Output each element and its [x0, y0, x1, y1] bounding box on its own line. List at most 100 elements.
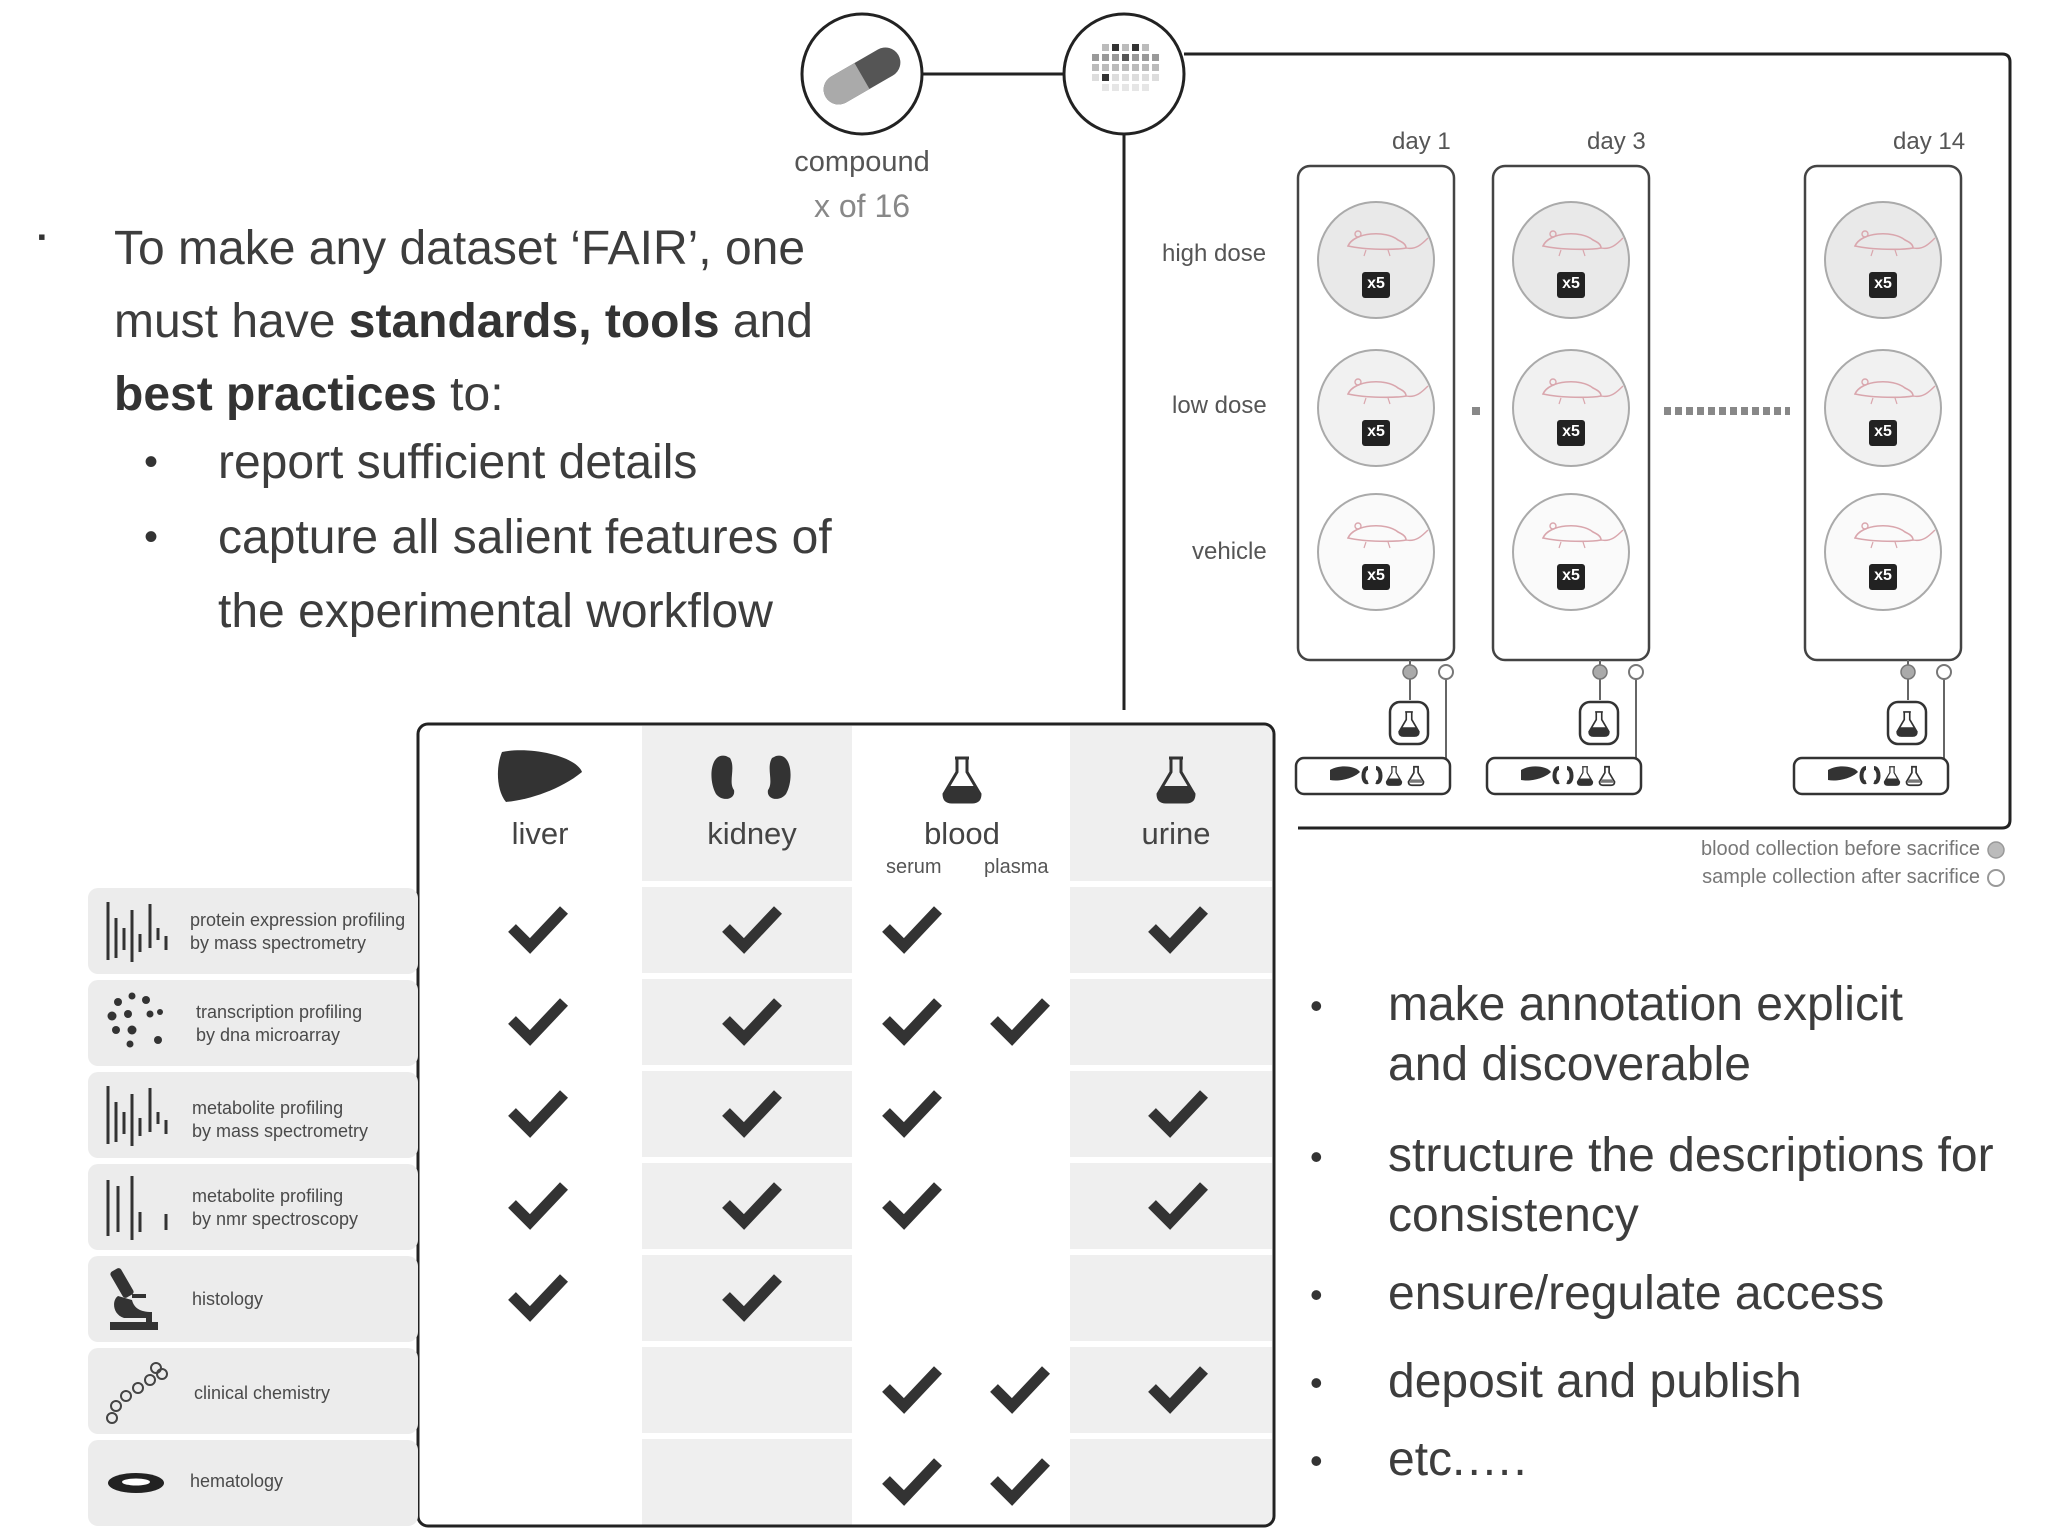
day-label-2: day 3: [1587, 128, 1646, 155]
right-bullet-2: structure the descriptions for consisten…: [1388, 1126, 1994, 1246]
replicate-label: x5: [1562, 567, 1580, 584]
replicate-label: x5: [1367, 275, 1385, 292]
intro-line-2-pre: must have: [114, 295, 349, 348]
right-bullet-1-dot: •: [1310, 985, 1323, 1026]
right-bullet-5: etc.….: [1388, 1433, 1527, 1486]
blood-sub-plasma: plasma: [984, 856, 1049, 878]
spectrum-icon: [106, 902, 168, 962]
intro-line-3-bold: best practices: [114, 368, 437, 421]
assay-label-4: metabolite profiling by nmr spectroscopy: [192, 1185, 358, 1231]
microarray-icon: [107, 992, 163, 1048]
pill-icon: [823, 47, 901, 105]
legend-open-marker: [1987, 869, 2005, 887]
checkmark: [508, 1182, 568, 1230]
checkmark-grid: [508, 906, 1208, 1506]
checkmark: [722, 998, 782, 1046]
intro-line-3-post: to:: [436, 368, 504, 421]
checkmark: [508, 1090, 568, 1138]
assay-label-6: clinical chemistry: [194, 1383, 331, 1403]
replicate-label: x5: [1874, 567, 1892, 584]
right-bullet-2-dot: •: [1310, 1136, 1323, 1177]
intro-line-1: To make any dataset ‘FAIR’, one: [114, 222, 806, 275]
checkmark: [882, 1090, 942, 1138]
tissue-urine: urine: [1141, 816, 1211, 851]
right-bullet-1-line-2: and discoverable: [1388, 1038, 1751, 1091]
replicate-label: x5: [1874, 423, 1892, 440]
intro-text: To make any dataset ‘FAIR’, one must hav…: [114, 212, 874, 431]
tissue-liver: liver: [511, 816, 569, 851]
intro-line-3: best practices to:: [114, 358, 874, 431]
checkmark: [882, 998, 942, 1046]
checkmark: [508, 1274, 568, 1322]
right-bullet-1-line-1: make annotation explicit: [1388, 978, 1903, 1031]
assay-label-1-line-1: protein expression profiling: [190, 910, 406, 930]
right-bullet-2-line-2: consistency: [1388, 1189, 1639, 1242]
right-bullet-5-dot: •: [1310, 1440, 1323, 1481]
assay-label-2-line-2: by dna microarray: [196, 1025, 341, 1045]
day-label-1: day 1: [1392, 128, 1451, 155]
assay-label-3: metabolite profiling by mass spectrometr…: [192, 1097, 368, 1143]
collection-markers: [1388, 660, 1952, 760]
assay-label-4-line-2: by nmr spectroscopy: [192, 1209, 359, 1229]
day-column-2: [1491, 164, 1651, 662]
right-bullet-4-dot: •: [1310, 1362, 1323, 1403]
day-column-1: [1296, 164, 1456, 662]
assay-label-7: hematology: [190, 1471, 284, 1491]
checkmark: [882, 1366, 942, 1414]
main-bullet: ▪: [38, 224, 46, 249]
replicate-label: x5: [1562, 423, 1580, 440]
compound-label: compound: [794, 146, 930, 178]
compound-count: x of 16: [813, 188, 911, 224]
blood-sub-serum: serum: [886, 856, 942, 878]
right-bullet-4: deposit and publish: [1388, 1355, 1802, 1408]
right-bullet-2-line-1: structure the descriptions for: [1388, 1129, 1994, 1182]
sample-rows: [1294, 756, 1950, 796]
nmr-icon: [106, 1176, 168, 1240]
intro-line-2-bold: standards, tools: [348, 295, 720, 348]
checkmark: [990, 1366, 1050, 1414]
checkmark: [882, 1458, 942, 1506]
assay-label-2: transcription profiling by dna microarra…: [196, 1001, 362, 1047]
right-bullet-3-dot: •: [1310, 1274, 1323, 1315]
assay-label-2-line-1: transcription profiling: [196, 1002, 363, 1022]
legend-filled-marker: [1987, 841, 2005, 859]
checkmark: [882, 906, 942, 954]
checkmark: [722, 1090, 782, 1138]
intro-line-2: must have standards, tools and: [114, 285, 874, 358]
liver-icon: [497, 750, 582, 802]
checkmark: [1148, 1366, 1208, 1414]
dose-label-high: high dose: [1162, 240, 1267, 267]
tissue-kidney: kidney: [707, 816, 797, 851]
checkmark: [1148, 1182, 1208, 1230]
sub-bullet-1-dot: •: [144, 440, 159, 484]
sub-bullet-2-line-2: the experimental workflow: [218, 585, 773, 638]
urine-flask-icon: [1156, 756, 1196, 804]
replicate-label: x5: [1367, 423, 1385, 440]
right-bullet-1: make annotation explicit and discoverabl…: [1388, 975, 1903, 1095]
checkmark: [1148, 906, 1208, 954]
dose-label-vehicle: vehicle: [1192, 538, 1267, 565]
replicate-label: x5: [1874, 275, 1892, 292]
day-label-3: day 14: [1893, 128, 1966, 155]
intro-line-2-post: and: [719, 295, 813, 348]
assay-label-1: protein expression profiling by mass spe…: [190, 909, 405, 955]
checkmark: [722, 906, 782, 954]
checkmark: [990, 998, 1050, 1046]
sub-bullet-2-dot: •: [144, 515, 159, 559]
assay-label-4-line-1: metabolite profiling: [192, 1186, 344, 1206]
microscope-icon: [110, 1268, 158, 1330]
replicate-label: x5: [1367, 567, 1385, 584]
blood-flask-icon: [942, 756, 982, 804]
tissue-blood: blood: [924, 816, 1000, 851]
replicate-boxes: [1362, 272, 1897, 590]
assay-label-3-line-1: metabolite profiling: [192, 1098, 344, 1118]
molecule-icon: [106, 1362, 168, 1424]
replicate-label: x5: [1562, 275, 1580, 292]
sub-bullet-2-line-1: capture all salient features of: [218, 511, 832, 564]
checkmark: [722, 1274, 782, 1322]
checkmark: [990, 1458, 1050, 1506]
blood-cell-icon: [108, 1473, 164, 1493]
dosing-grid-icon: [1092, 44, 1159, 91]
